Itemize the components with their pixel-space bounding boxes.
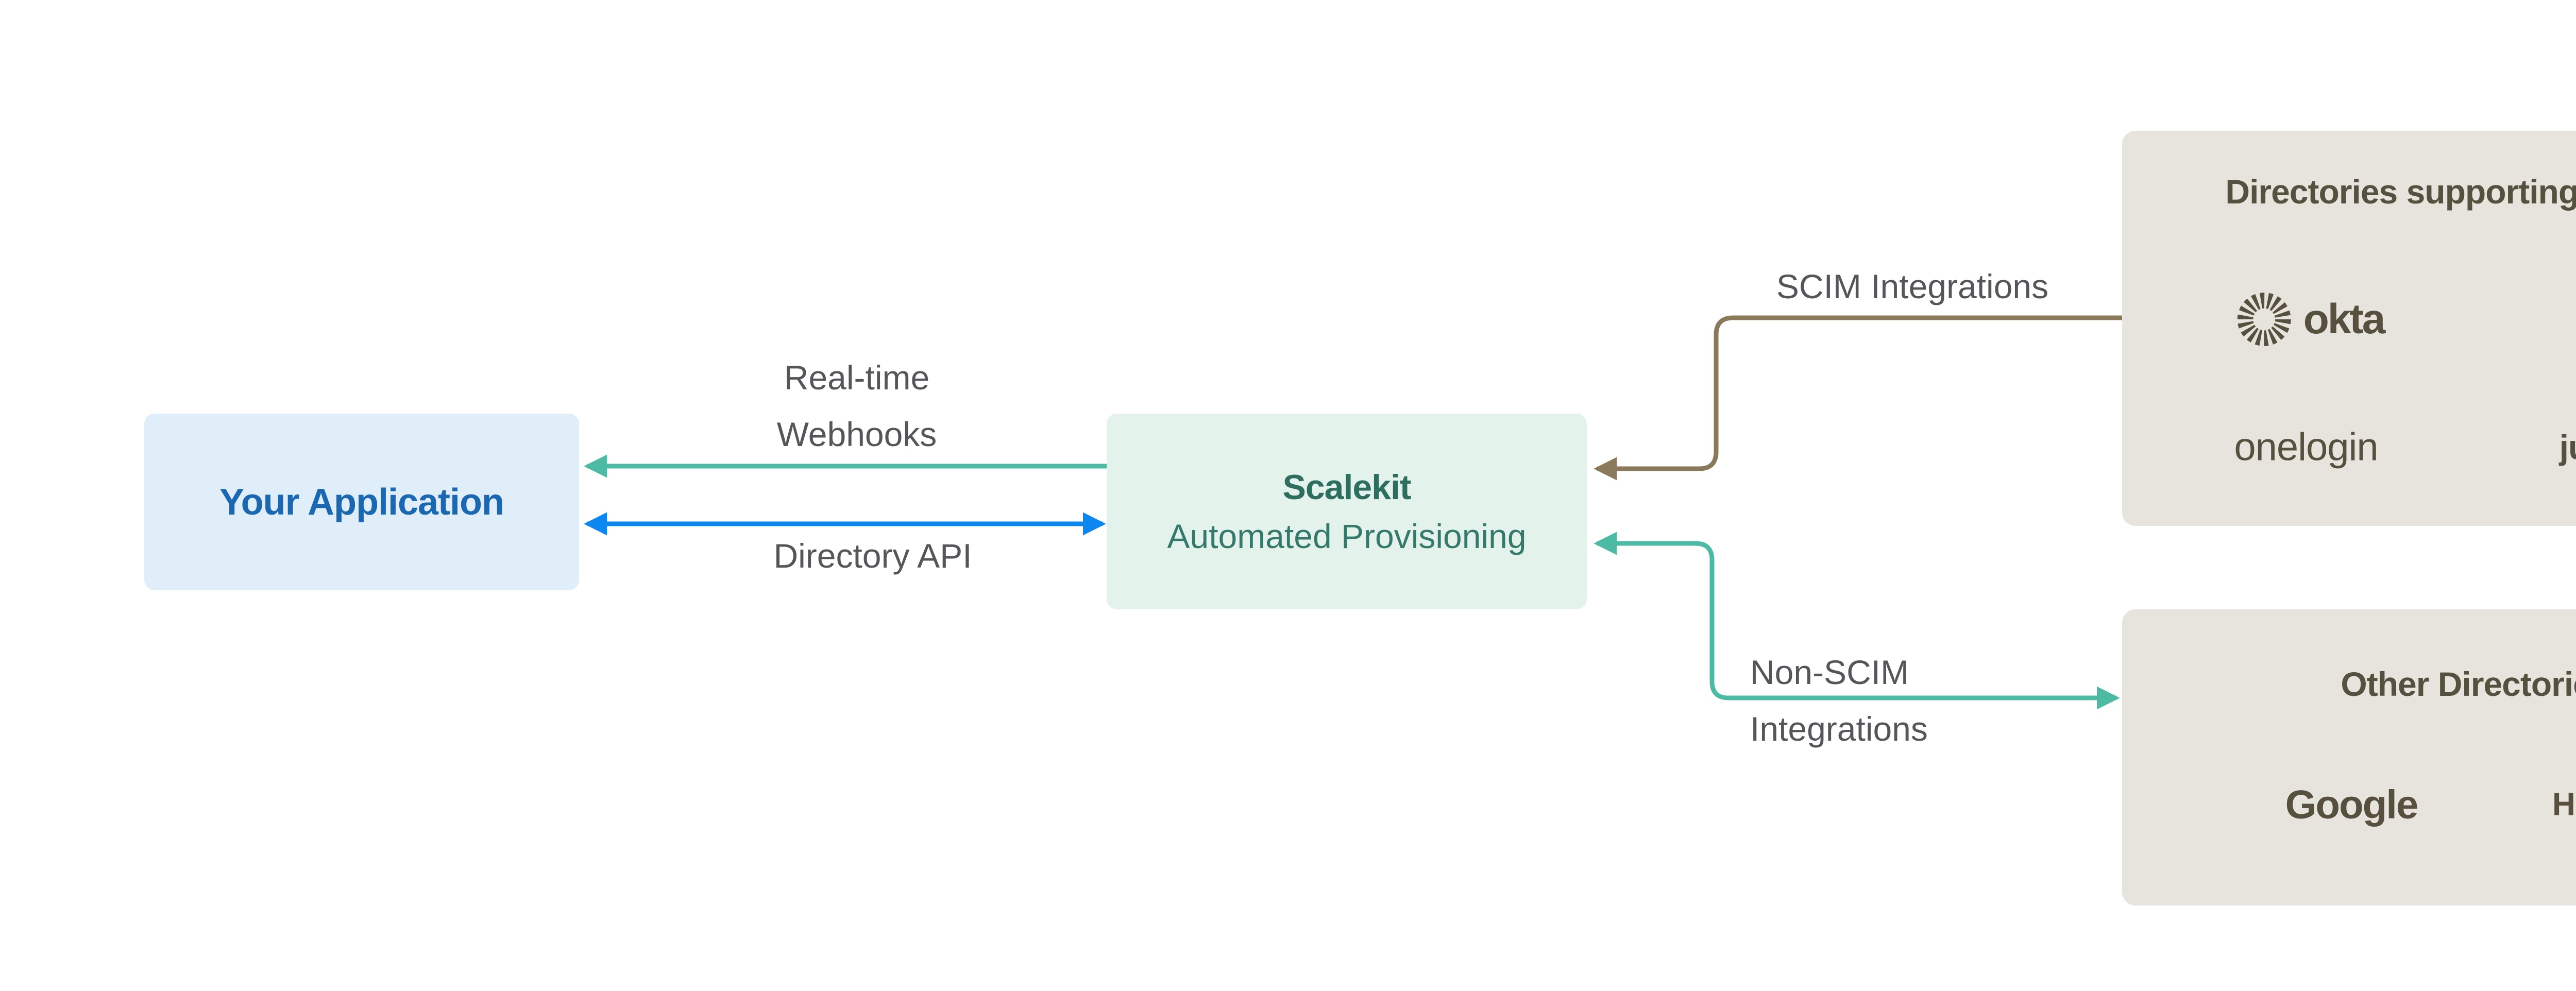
non-scim-integrations-label: Non-SCIM Integrations [1750,644,1928,757]
your-application-box: Your Application [144,414,579,590]
your-application-label: Your Application [219,481,504,523]
directory-api-label: Directory API [773,537,972,575]
jumpcloud-logo: jumpcloud ™ [2560,428,2576,467]
google-wordmark: Google [2285,781,2419,827]
scalekit-title: Scalekit [1282,468,1411,507]
jumpcloud-wordmark: jumpcloud [2559,428,2576,466]
google-logo: Google [2285,781,2419,828]
okta-wordmark: okta [2303,296,2386,343]
realtime-webhooks-label: Real-time Webhooks [777,349,937,463]
onelogin-logo: onelogin [2234,425,2378,470]
other-directories-box: Other Directories Google HRMS/HRIS [2122,609,2576,905]
realtime-webhooks-label-line2: Webhooks [776,415,937,453]
scim-integrations-arrow [1594,315,2122,481]
okta-sunburst-icon [2237,293,2291,346]
non-scim-integrations-arrow [1594,532,2120,710]
other-directories-title: Other Directories [2341,665,2576,703]
onelogin-wordmark: onelogin [2234,425,2378,469]
non-scim-label-line1: Non-SCIM [1750,653,1909,691]
scalekit-box: Scalekit Automated Provisioning [1107,414,1587,609]
scim-directories-box: Directories supporting SCIM 2.0 okta Azu… [2122,131,2576,526]
scim-integrations-label: SCIM Integrations [1776,267,2049,305]
non-scim-label-line2: Integrations [1750,710,1928,748]
scim-directories-title: Directories supporting SCIM 2.0 [2225,173,2576,211]
hrms-hris-wordmark: HRMS/HRIS [2552,787,2576,823]
hrms-hris-logo: HRMS/HRIS [2552,787,2576,823]
okta-logo: okta [2235,291,2386,348]
realtime-webhooks-label-line1: Real-time [784,358,930,397]
scalekit-subtitle: Automated Provisioning [1167,517,1527,555]
